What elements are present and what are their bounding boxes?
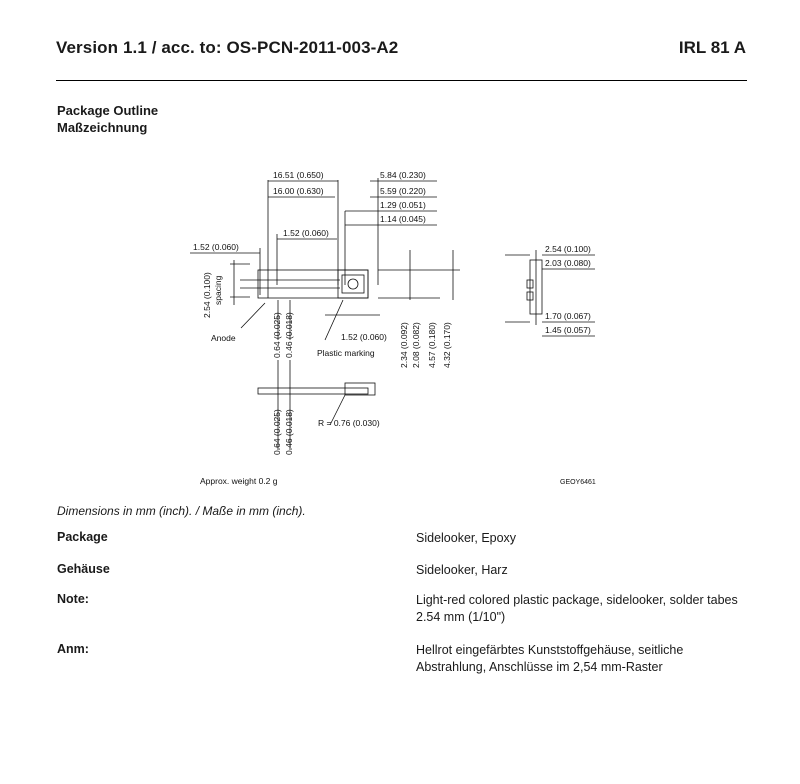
dim-1-29: 1.29 (0.051) [380,200,426,210]
dim-16-51: 16.51 (0.650) [273,170,324,180]
part-number: IRL 81 A [678,38,746,57]
drawing-code: GEOY6461 [560,479,596,486]
anode-label: Anode [211,333,236,343]
side-dim-2-03: 2.03 (0.080) [545,258,591,268]
dim-5-84: 5.84 (0.230) [380,170,426,180]
dim-1-52-left: 1.52 (0.060) [193,242,239,252]
spec-label-gehaeuse: Gehäuse [57,562,110,576]
weight-label: Approx. weight 0.2 g [200,476,278,486]
bottom-dim-0-64: 0.64 (0.025) [272,409,282,455]
bottom-dim-0-46: 0.46 (0.018) [284,409,294,455]
spacing-label: spacing [213,275,223,305]
dim-16-00: 16.00 (0.630) [273,186,324,196]
spec-value-gehaeuse: Sidelooker, Harz [416,563,508,577]
side-dim-1-70: 1.70 (0.067) [545,311,591,321]
spec-value-note: Light-red colored plastic package, sidel… [416,593,738,624]
section-title: Package Outline Maßzeichnung [57,102,158,136]
spec-label-note: Note: [57,592,89,606]
dim-4-32: 4.32 (0.170) [442,322,452,368]
section-title-de: Maßzeichnung [57,120,148,135]
document-version-title: Version 1.1 / acc. to: OS-PCN-2011-003-A… [56,38,399,57]
side-dim-1-45: 1.45 (0.057) [545,325,591,335]
spec-value-package: Sidelooker, Epoxy [416,531,517,545]
dim-1-52-top: 1.52 (0.060) [283,228,329,238]
header-divider [56,80,747,81]
package-outline-drawing: 16.51 (0.650) 16.00 (0.630) 5.84 (0.230)… [150,150,650,490]
dim-2-34: 2.34 (0.092) [399,322,409,368]
spec-label-package: Package [57,530,108,544]
plastic-marking-label: Plastic marking [317,348,375,358]
dim-0-64: 0.64 (0.025) [272,312,282,358]
dim-2-54-vertical: 2.54 (0.100) [202,272,212,318]
spec-value-anm: Hellrot eingefärbtes Kunststoffgehäuse, … [416,643,684,674]
section-title-en: Package Outline [57,103,159,118]
dim-5-59: 5.59 (0.220) [380,186,426,196]
dim-4-57: 4.57 (0.180) [427,322,437,368]
dim-1-14: 1.14 (0.045) [380,214,426,224]
dim-2-08: 2.08 (0.082) [411,322,421,368]
side-dim-2-54: 2.54 (0.100) [545,244,591,254]
dimensions-note: Dimensions in mm (inch). / Maße in mm (i… [57,504,306,518]
dim-0-46: 0.46 (0.018) [284,312,294,358]
spec-label-anm: Anm: [57,642,89,656]
dim-1-52-bottom: 1.52 (0.060) [341,332,387,342]
radius-label: R = 0.76 (0.030) [318,418,380,428]
